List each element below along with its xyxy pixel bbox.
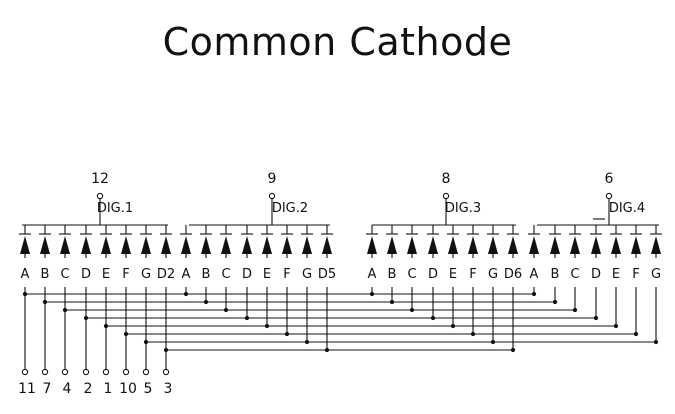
segment-label: D6 <box>504 267 522 282</box>
segment-label: A <box>530 267 539 282</box>
common-pin-terminal <box>268 192 276 200</box>
led-diode-icon <box>262 236 272 254</box>
segment-label: A <box>182 267 191 282</box>
segment-label: E <box>102 267 110 282</box>
led-diode-icon <box>201 236 211 254</box>
bottom-pin-terminal <box>21 368 29 376</box>
bottom-pin-terminal <box>122 368 130 376</box>
led-diode-icon <box>428 236 438 254</box>
common-pin-number: 9 <box>268 171 277 187</box>
led-diode-icon <box>488 236 498 254</box>
segment-label: C <box>570 267 579 282</box>
led-diode-icon <box>387 236 397 254</box>
bottom-pin-terminal <box>61 368 69 376</box>
led-diode-icon <box>81 236 91 254</box>
segment-label: B <box>202 267 211 282</box>
digit-label: DIG.2 <box>272 201 308 216</box>
led-diode-icon <box>242 236 252 254</box>
segment-label: D <box>81 267 91 282</box>
segment-label: G <box>651 267 661 282</box>
bottom-pin-number: 3 <box>164 381 173 397</box>
segment-label: D5 <box>318 267 336 282</box>
segment-label: G <box>141 267 151 282</box>
segment-label: E <box>449 267 457 282</box>
led-diode-icon <box>221 236 231 254</box>
led-diode-icon <box>651 236 661 254</box>
bottom-pin-terminal <box>41 368 49 376</box>
led-diode-icon <box>367 236 377 254</box>
led-diode-icon <box>101 236 111 254</box>
bottom-pin-terminal <box>142 368 150 376</box>
segment-label: G <box>302 267 312 282</box>
segment-label: F <box>122 267 129 282</box>
segment-label: B <box>388 267 397 282</box>
led-diode-icon <box>508 236 518 254</box>
bottom-pin-number: 11 <box>18 381 36 397</box>
led-diode-icon <box>302 236 312 254</box>
bottom-pin-number: 1 <box>104 381 113 397</box>
common-pin-number: 12 <box>91 171 109 187</box>
led-diode-icon <box>468 236 478 254</box>
segment-label: C <box>221 267 230 282</box>
led-diode-icon <box>141 236 151 254</box>
page-title: Common Cathode <box>162 20 513 64</box>
led-diode-icon <box>181 236 191 254</box>
led-diode-icon <box>570 236 580 254</box>
segment-label: C <box>60 267 69 282</box>
bottom-pin-terminal <box>162 368 170 376</box>
led-diode-icon <box>60 236 70 254</box>
led-diode-icon <box>611 236 621 254</box>
segment-label: A <box>368 267 377 282</box>
led-diode-icon <box>282 236 292 254</box>
segment-label: B <box>551 267 560 282</box>
led-diode-icon <box>550 236 560 254</box>
segment-label: E <box>612 267 620 282</box>
segment-label: F <box>469 267 476 282</box>
segment-label: A <box>21 267 30 282</box>
segment-label: D <box>242 267 252 282</box>
bottom-pin-terminal <box>102 368 110 376</box>
digit-label: DIG.3 <box>445 201 481 216</box>
common-pin-terminal <box>442 192 450 200</box>
common-pin-terminal <box>96 192 104 200</box>
segment-label: C <box>407 267 416 282</box>
segment-label: B <box>41 267 50 282</box>
common-pin-number: 8 <box>442 171 451 187</box>
led-diode-icon <box>529 236 539 254</box>
segment-label: G <box>488 267 498 282</box>
segment-label: D2 <box>157 267 175 282</box>
bottom-pin-number: 5 <box>144 381 153 397</box>
bottom-pin-number: 4 <box>63 381 72 397</box>
segment-label: D <box>428 267 438 282</box>
segment-label: D <box>591 267 601 282</box>
led-diode-icon <box>631 236 641 254</box>
led-diode-icon <box>121 236 131 254</box>
led-diode-icon <box>448 236 458 254</box>
segment-label: E <box>263 267 271 282</box>
digit-label: DIG.1 <box>97 201 133 216</box>
led-diode-icon <box>322 236 332 254</box>
digit-label: DIG.4 <box>609 201 645 216</box>
common-pin-terminal <box>605 192 613 200</box>
led-diode-icon <box>407 236 417 254</box>
common-pin-number: 6 <box>605 171 614 187</box>
bottom-pin-terminal <box>82 368 90 376</box>
bottom-pin-number: 2 <box>84 381 93 397</box>
led-diode-icon <box>40 236 50 254</box>
led-diode-icon <box>161 236 171 254</box>
bottom-pin-number: 7 <box>43 381 52 397</box>
led-diode-icon <box>591 236 601 254</box>
segment-label: F <box>632 267 639 282</box>
segment-label: F <box>283 267 290 282</box>
bottom-pin-number: 10 <box>119 381 137 397</box>
led-diode-icon <box>20 236 30 254</box>
